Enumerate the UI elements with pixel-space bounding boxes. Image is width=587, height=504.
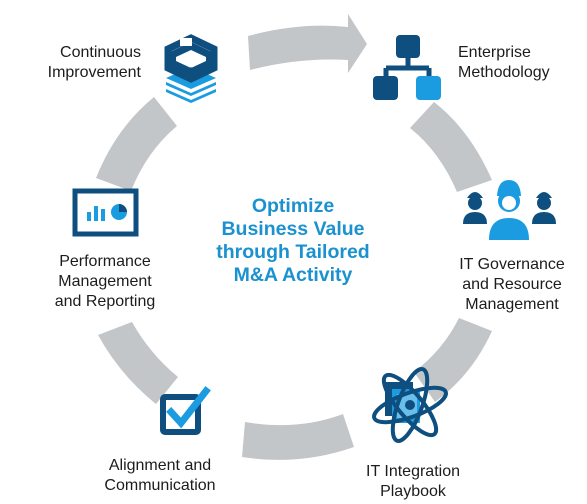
label-continuous-improvement: Continuous Improvement [29,43,141,83]
center-line-1: Optimize [251,195,335,217]
label-line: and Reporting [54,293,156,310]
label-line: and Resource [462,276,562,293]
people-group-icon [463,180,556,240]
ring-segment-top [248,14,367,73]
ring-segment-lower-left [98,322,178,404]
org-chart-icon [373,35,441,100]
center-line-2: Business Value [221,218,365,240]
center-line-4: M&A Activity [233,264,353,286]
label-it-integration-playbook: IT Integration Playbook [350,462,476,502]
layers-icon [164,34,218,103]
label-line: Continuous [60,44,141,61]
presentation-chart-icon [72,188,139,237]
ring-segment-upper-right [410,102,492,192]
center-title: Optimize Business Value through Tailored… [203,195,383,287]
center-line-3: through Tailored [216,241,370,263]
label-performance-management: Performance Management and Reporting [30,252,180,312]
label-it-governance: IT Governance and Resource Management [440,255,584,315]
label-enterprise-methodology: Enterprise Methodology [458,43,578,83]
label-line: Alignment and [108,457,212,474]
atom-document-icon [372,367,448,443]
ring-segment-bottom [242,414,354,460]
label-line: Management [58,273,152,290]
label-line: Management [465,296,559,313]
label-line: Performance [59,253,151,270]
ring-segment-upper-left [96,97,177,191]
label-alignment-communication: Alignment and Communication [90,456,230,496]
label-line: Communication [104,477,216,494]
label-line: Methodology [458,64,550,81]
label-line: IT Governance [459,256,565,273]
ring-segment-lower-right [414,318,492,402]
label-line: IT Integration [366,463,460,480]
label-line: Improvement [47,64,141,81]
label-line: Playbook [380,483,446,500]
checkbox-icon [160,386,211,435]
label-line: Enterprise [458,44,531,61]
